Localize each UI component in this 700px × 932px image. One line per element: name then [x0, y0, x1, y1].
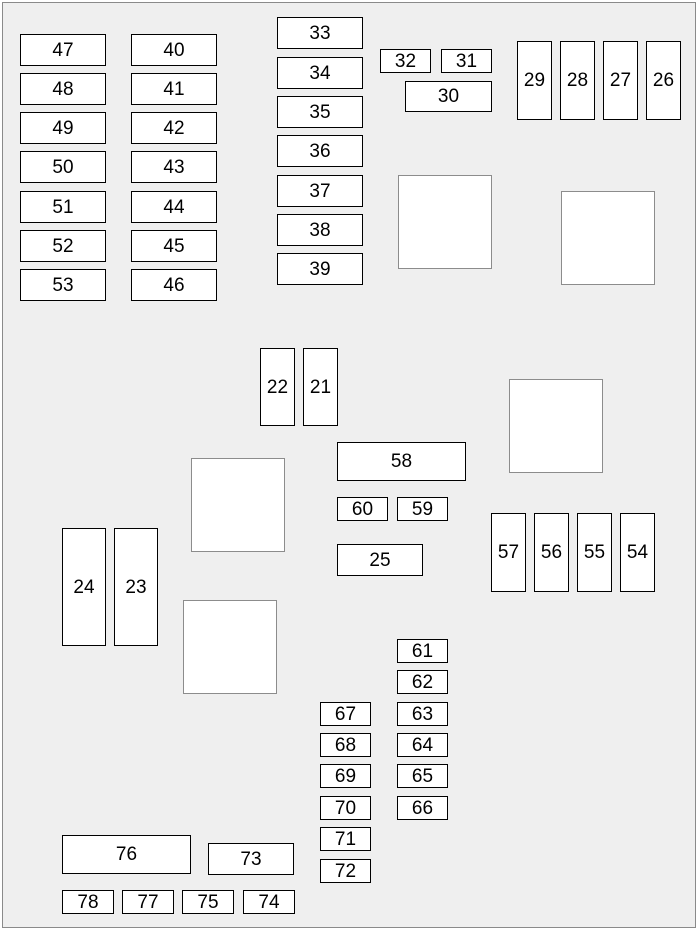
fuse-66: 66 [397, 796, 448, 820]
fuse-39: 39 [277, 253, 363, 285]
fuse-26: 26 [646, 41, 681, 120]
fuse-52: 52 [20, 230, 106, 262]
fuse-22: 22 [260, 348, 295, 426]
fuse-21: 21 [303, 348, 338, 426]
fuse-53: 53 [20, 269, 106, 301]
fuse-50: 50 [20, 151, 106, 183]
fuse-51: 51 [20, 191, 106, 223]
fuse-33: 33 [277, 17, 363, 49]
relay-box-5 [183, 600, 277, 694]
fuse-73: 73 [208, 843, 294, 875]
fuse-29: 29 [517, 41, 552, 120]
fuse-56: 56 [534, 513, 569, 592]
relay-box-3 [509, 379, 603, 473]
fuse-48: 48 [20, 73, 106, 105]
relay-box-1 [398, 175, 492, 269]
fuse-41: 41 [131, 73, 217, 105]
fuse-67: 67 [320, 702, 371, 726]
fuse-70: 70 [320, 796, 371, 820]
fuse-54: 54 [620, 513, 655, 592]
fuse-38: 38 [277, 214, 363, 246]
fuse-45: 45 [131, 230, 217, 262]
fuse-35: 35 [277, 96, 363, 128]
relay-box-4 [191, 458, 285, 552]
fuse-58: 58 [337, 442, 466, 481]
fuse-60: 60 [337, 497, 388, 521]
fuse-32: 32 [380, 49, 431, 73]
fuse-37: 37 [277, 175, 363, 207]
fuse-57: 57 [491, 513, 526, 592]
fuse-71: 71 [320, 827, 371, 851]
fuse-68: 68 [320, 733, 371, 757]
fuse-77: 77 [122, 890, 174, 914]
fuse-59: 59 [397, 497, 448, 521]
fuse-72: 72 [320, 859, 371, 883]
fuse-76: 76 [62, 835, 191, 874]
fuse-31: 31 [441, 49, 492, 73]
fuse-46: 46 [131, 269, 217, 301]
fuse-62: 62 [397, 670, 448, 694]
fuse-61: 61 [397, 639, 448, 663]
relay-box-2 [561, 191, 655, 285]
fuse-24: 24 [62, 528, 106, 646]
fuse-23: 23 [114, 528, 158, 646]
fuse-47: 47 [20, 34, 106, 66]
fuse-65: 65 [397, 764, 448, 788]
fuse-74: 74 [243, 890, 295, 914]
fuse-42: 42 [131, 112, 217, 144]
fuse-28: 28 [560, 41, 595, 120]
fuse-78: 78 [62, 890, 114, 914]
fuse-49: 49 [20, 112, 106, 144]
fuse-64: 64 [397, 733, 448, 757]
fuse-63: 63 [397, 702, 448, 726]
fuse-36: 36 [277, 135, 363, 167]
fuse-43: 43 [131, 151, 217, 183]
fuse-27: 27 [603, 41, 638, 120]
fuse-34: 34 [277, 57, 363, 89]
fuse-40: 40 [131, 34, 217, 66]
fuse-75: 75 [182, 890, 234, 914]
fuse-69: 69 [320, 764, 371, 788]
fuse-44: 44 [131, 191, 217, 223]
fuse-30: 30 [405, 81, 492, 112]
fuse-55: 55 [577, 513, 612, 592]
fuse-25: 25 [337, 544, 423, 576]
